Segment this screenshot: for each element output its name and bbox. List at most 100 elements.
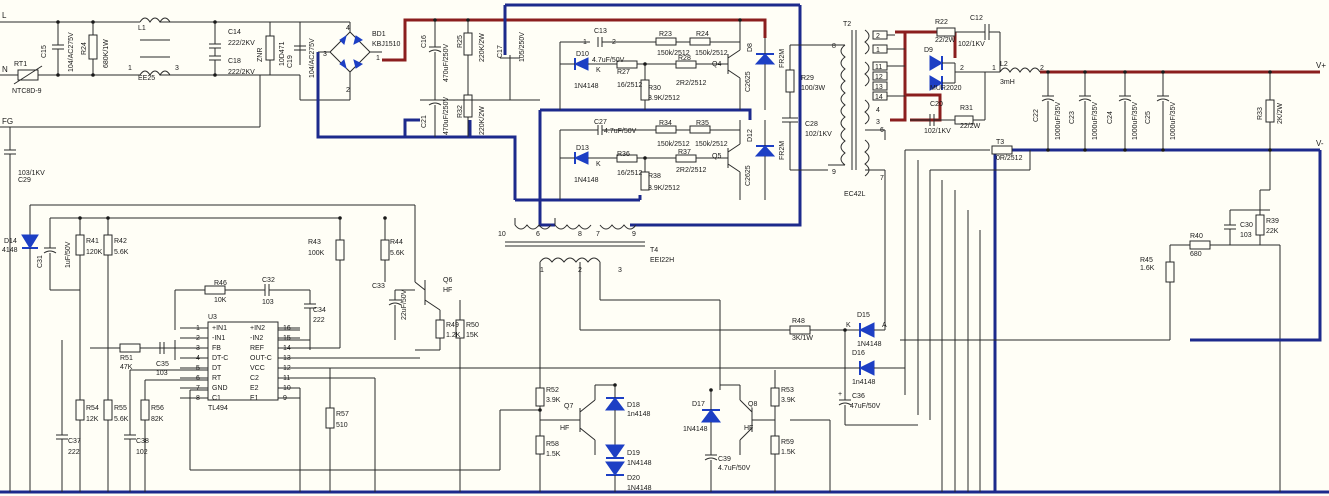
c20-ref: C20 — [930, 101, 943, 108]
d14-ref: D14 — [4, 238, 17, 245]
c36-value: 47uF/50V — [850, 403, 881, 410]
d13-ref: D13 — [576, 145, 589, 152]
d8-value: FR2M — [779, 49, 786, 68]
r45-ref: R45 — [1140, 257, 1153, 264]
q7-ref: Q7 — [564, 403, 573, 410]
c13-ref: C13 — [594, 28, 607, 35]
r51-value: 47K — [120, 364, 133, 371]
primary-bus — [0, 3, 1329, 494]
r24-value: 680K/1W — [103, 39, 110, 68]
r50-value: 15K — [466, 332, 479, 339]
r25-value: 220K/2W — [479, 33, 486, 62]
c21-value: 470uF/250V — [443, 97, 450, 135]
q8-value: HF — [744, 425, 753, 432]
resistor-r24 — [88, 22, 98, 75]
r59-ref: R59 — [781, 439, 794, 446]
r28-value: 2R2/2512 — [676, 80, 706, 87]
r23-value: 150k/2512 — [657, 50, 690, 57]
c32-ref: C32 — [262, 277, 275, 284]
d15-k: K — [846, 322, 851, 329]
l2-value: 3mH — [1000, 79, 1015, 86]
feedback-network — [900, 145, 1322, 492]
tl494-pin-num-15: 15 — [283, 335, 291, 342]
aux-supply — [230, 175, 918, 426]
r23-ref: R23 — [659, 31, 672, 38]
c36-ref: C36 — [852, 393, 865, 400]
tl494-pin-name-11: C2 — [250, 375, 259, 382]
r58-value: 1.5K — [546, 451, 561, 458]
c15-value: 104/AC275V — [68, 32, 75, 72]
tl494-pin-num-5: 5 — [196, 365, 200, 372]
znr-ref: ZNR — [257, 48, 264, 62]
r53-value: 3.9K — [781, 397, 796, 404]
c16-ref: C16 — [421, 35, 428, 48]
c14-value: 222/2KV — [228, 40, 255, 47]
r53-ref: R53 — [781, 387, 794, 394]
c29-value: 103/1KV — [18, 170, 45, 177]
r56-value: 82K — [151, 416, 164, 423]
c31-ref: C31 — [37, 255, 44, 268]
c25-value: 1000uF/35V — [1170, 102, 1177, 140]
tl494-area — [90, 205, 540, 492]
d17-ref: D17 — [692, 401, 705, 408]
t2-pin4: 4 — [876, 107, 880, 114]
t2-pin2: 2 — [876, 33, 880, 40]
r32-ref: R32 — [457, 105, 464, 118]
d19-value: 1N4148 — [627, 460, 652, 467]
r59-value: 1.5K — [781, 449, 796, 456]
d10-ref: D10 — [576, 51, 589, 58]
tl494-pin-num-8: 8 — [196, 395, 200, 402]
r45-value: 1.6K — [1140, 265, 1155, 272]
c21-ref: C21 — [421, 115, 428, 128]
c31-value: 1uF/50V — [65, 241, 72, 268]
tl494-pin-name-16: +IN2 — [250, 325, 265, 332]
snubber-r29-c28 — [782, 44, 828, 171]
r36-value: 16/2512 — [617, 170, 642, 177]
r49-ref: R49 — [446, 322, 459, 329]
r35-ref: R35 — [696, 120, 709, 127]
d9-ref: D9 — [924, 47, 933, 54]
tl494-pin-name-9: E1 — [250, 395, 259, 402]
r27-value: 16/2512 — [617, 82, 642, 89]
q4-value: C2625 — [745, 71, 752, 92]
tl494-pin-num-6: 6 — [196, 375, 200, 382]
control-left — [4, 127, 415, 492]
q5-ref: Q5 — [712, 153, 721, 160]
tl494-pin-name-10: E2 — [250, 385, 259, 392]
c22-ref: C22 — [1033, 109, 1040, 122]
c39-value: 4.7uF/50V — [718, 465, 751, 472]
r40-ref: R40 — [1190, 233, 1203, 240]
c20-value: 102/1KV — [924, 128, 951, 135]
tl494-pin-num-12: 12 — [283, 365, 291, 372]
q6-ref: Q6 — [443, 277, 452, 284]
bridge-bd1 — [318, 31, 382, 100]
d15-ref: D15 — [857, 312, 870, 319]
c36-plus: + — [838, 391, 842, 398]
r44-ref: R44 — [390, 239, 403, 246]
rt1-ref: RT1 — [14, 61, 27, 68]
c17-ref: C17 — [497, 45, 504, 58]
t4-pin9: 9 — [632, 231, 636, 238]
r57-value: 510 — [336, 422, 348, 429]
t4-ref: T4 — [650, 247, 658, 254]
capacitor-c19 — [294, 36, 306, 51]
t4-pin1: 1 — [540, 267, 544, 274]
c12-ref: C12 — [970, 15, 983, 22]
t2-pin3: 3 — [876, 119, 880, 126]
q6-value: HF — [443, 287, 452, 294]
port-vout-neg: V- — [1316, 139, 1324, 148]
r38-value: 3.9K/2512 — [648, 185, 680, 192]
c38-ref: C38 — [136, 438, 149, 445]
r37-value: 2R2/2512 — [676, 167, 706, 174]
c18-value: 222/2KV — [228, 69, 255, 76]
r46-value: 10K — [214, 297, 227, 304]
r24b-ref: R24 — [696, 31, 709, 38]
c19-ref: C19 — [287, 55, 294, 68]
c34-ref: C34 — [313, 307, 326, 314]
c35-ref: C35 — [156, 361, 169, 368]
capacitor-c14-c18 — [209, 22, 221, 75]
tl494-pin-num-3: 3 — [196, 345, 200, 352]
r32-value: 220K/2W — [479, 106, 486, 135]
output-rectifier — [910, 24, 1041, 126]
